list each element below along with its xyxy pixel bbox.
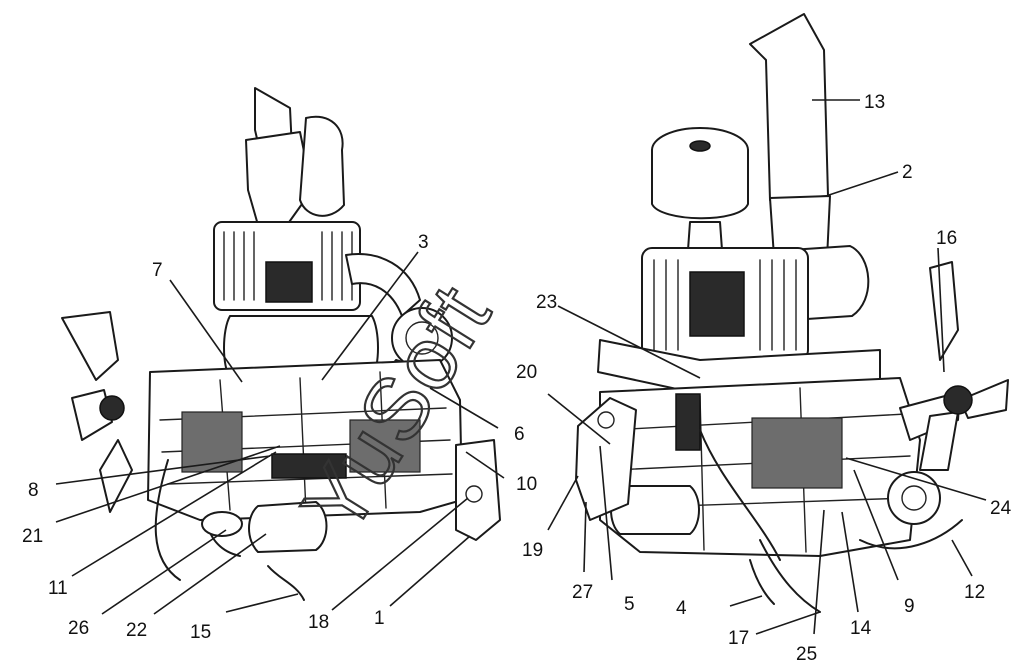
callout-24: 24 [990,498,1012,519]
callout-9: 9 [904,596,915,617]
leader-lines [55,99,987,635]
callout-21: 21 [22,526,43,547]
callout-5: 5 [624,594,635,615]
callout-25: 25 [796,644,817,665]
callout-27: 27 [572,582,593,603]
callout-10: 10 [516,474,537,495]
left-engine-view [61,87,501,601]
callout-1: 1 [374,608,385,629]
callout-12: 12 [964,582,985,603]
callout-2: 2 [902,162,913,183]
callout-14: 14 [850,618,872,639]
callout-18: 18 [308,612,329,633]
callout-15: 15 [190,622,211,643]
callout-22: 22 [126,620,147,641]
callout-7: 7 [152,260,163,281]
callout-26: 26 [68,618,89,639]
callout-3: 3 [418,232,429,253]
callout-6: 6 [514,424,525,445]
callout-labels: 7 3 6 10 8 21 11 26 22 15 18 1 13 2 16 2… [22,92,1012,665]
callout-23: 23 [536,292,557,313]
callout-4: 4 [676,598,687,619]
callout-17: 17 [728,628,749,649]
callout-19: 19 [522,540,543,561]
callout-16: 16 [936,228,957,249]
callout-11: 11 [48,578,68,599]
right-engine-view [575,13,1009,613]
callout-8: 8 [28,480,39,501]
callout-20: 20 [516,362,537,383]
callout-13: 13 [864,92,885,113]
